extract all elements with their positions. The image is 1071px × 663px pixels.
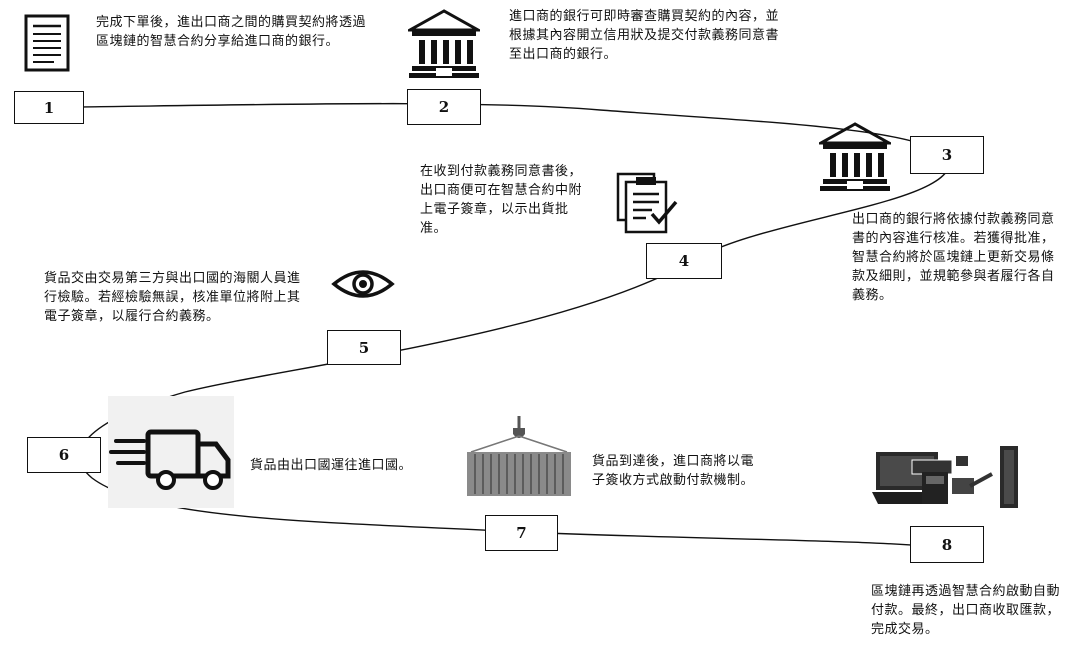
step-4-box: 4: [646, 243, 722, 279]
step-5-number: 5: [358, 338, 370, 357]
step-4-description: 在收到付款義務同意書後，出口商便可在智慧合約中附上電子簽章，以示出貨批准。: [420, 164, 583, 236]
step-3-description: 出口商的銀行將依據付款義務同意書的內容進行核准。若獲得批准，智慧合約將於區塊鏈上…: [852, 212, 1055, 303]
step-1-number: 1: [43, 98, 55, 117]
bank-icon: [819, 122, 891, 191]
step-1-description: 完成下單後，進出口商之間的購買契約將透過區塊鏈的智慧合約分享給進口商的銀行。: [96, 15, 367, 49]
eye-icon: [331, 270, 395, 298]
step-8-number: 8: [941, 535, 953, 554]
document-icon: [24, 14, 70, 72]
step-5-description: 貨品交由交易第三方與出口國的海關人員進行檢驗。若經檢驗無誤，核准單位將附上其電子…: [44, 271, 301, 324]
delivery-truck-icon: [108, 396, 234, 508]
step-3-box: 3: [910, 136, 984, 174]
clipboard-check-icon: [616, 172, 678, 234]
payment-devices-icon: [872, 446, 1018, 508]
step-2-number: 2: [438, 98, 450, 116]
step-7-number: 7: [516, 524, 527, 542]
step-6-number: 6: [58, 446, 70, 464]
step-8-description: 區塊鏈再透過智慧合約啟動自動付款。最終，出口商收取匯款，完成交易。: [871, 584, 1061, 637]
step-3-number: 3: [941, 146, 953, 164]
bank-icon: [408, 9, 480, 78]
step-2-box: 2: [407, 89, 481, 125]
step-8-box: 8: [910, 526, 984, 563]
step-7-box: 7: [485, 515, 558, 551]
shipping-container-icon: [467, 416, 571, 496]
step-4-number: 4: [678, 252, 690, 270]
step-5-box: 5: [327, 330, 401, 365]
step-1-box: 1: [14, 91, 84, 124]
step-7-description: 貨品到達後，進口商將以電子簽收方式啟動付款機制。: [592, 454, 755, 488]
step-6-description: 貨品由出口國運往進口國。: [250, 458, 413, 473]
step-2-description: 進口商的銀行可即時審查購買契約的內容，並根據其內容開立信用狀及提交付款義務同意書…: [509, 9, 780, 62]
step-6-box: 6: [27, 437, 101, 473]
